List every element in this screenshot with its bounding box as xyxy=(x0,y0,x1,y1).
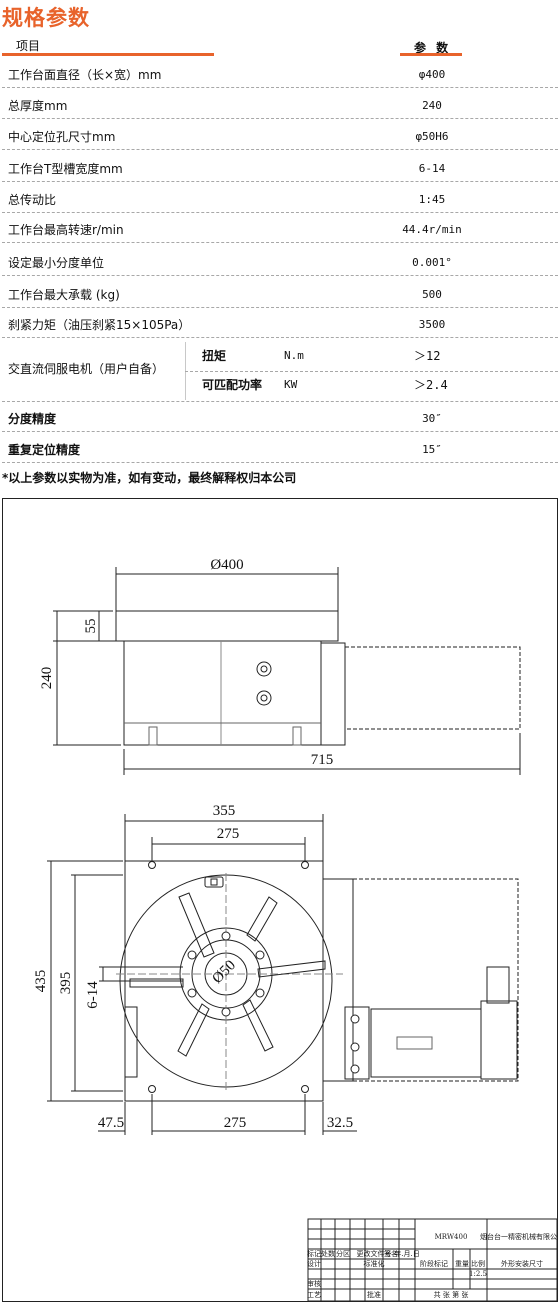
motor-label: 交直流伺服电机（用户自备） xyxy=(8,362,165,376)
tb-drawing-name: 外形安装尺寸 xyxy=(501,1259,543,1268)
technical-drawing: Ø400 55 240 715 355 275 435 395 6-14 Ø50… xyxy=(2,498,558,1302)
spec-row-ratio: 总传动比 1:45 xyxy=(2,183,558,213)
tb-header: 更改文件号 xyxy=(357,1249,392,1258)
dim-395-text: 395 xyxy=(58,972,74,995)
dim-715-text: 715 xyxy=(311,752,334,768)
dim-275-top-text: 275 xyxy=(217,826,240,842)
spec-row-diameter: 工作台面直径（长×宽）mm φ400 xyxy=(2,58,558,88)
spec-row-t-slot: 工作台T型槽宽度mm 6-14 xyxy=(2,152,558,182)
torque-value: ＞12 xyxy=(414,349,441,363)
spec-label: 重复定位精度 xyxy=(8,443,81,457)
tb-header: 分区 xyxy=(336,1249,350,1258)
motor-outline xyxy=(344,646,521,730)
disclaimer-note: *以上参数以实物为准，如有变动，最终解释权归本公司 xyxy=(2,471,297,485)
oil-port-top xyxy=(256,661,272,677)
spec-row-clamp-torque: 刹紧力矩（油压刹紧15×105Pa） 3500 xyxy=(2,308,558,338)
dim-55-text: 55 xyxy=(83,619,99,634)
column-header-param: 参 数 xyxy=(414,41,452,55)
spec-value: 15″ xyxy=(422,443,442,456)
housing-body xyxy=(123,640,322,746)
dim-47-5-text: 47.5 xyxy=(98,1115,124,1131)
spec-label: 中心定位孔尺寸mm xyxy=(8,130,116,144)
power-unit: KW xyxy=(284,378,298,391)
tb-model: MRW400 xyxy=(435,1233,468,1241)
motor-subrow-divider xyxy=(185,371,558,372)
spec-row-motor: 交直流伺服电机（用户自备） 扭矩 N.m ＞12 可匹配功率 KW ＞2.4 xyxy=(2,340,558,402)
dim-240-text: 240 xyxy=(39,667,55,690)
spec-value: 44.4r/min xyxy=(402,223,462,236)
spec-row-max-load: 工作台最大承载 (kg) 500 xyxy=(2,278,558,308)
spec-value: 6-14 xyxy=(418,162,446,175)
spec-value: 3500 xyxy=(418,318,446,331)
spec-value: 30″ xyxy=(422,412,442,425)
spec-row-min-unit: 设定最小分度单位 0.001° xyxy=(2,246,558,276)
tb-header: 处数 xyxy=(321,1249,335,1258)
spec-row-repeat-accuracy: 重复定位精度 15″ xyxy=(2,433,558,463)
tb-header: 签名 xyxy=(384,1249,398,1258)
spec-label: 工作台T型槽宽度mm xyxy=(8,162,123,176)
motor-mount xyxy=(322,878,354,1082)
spec-label: 总传动比 xyxy=(8,193,57,207)
spec-value: 0.001° xyxy=(412,256,452,269)
spec-label: 设定最小分度单位 xyxy=(8,256,105,270)
tb-std: 标准化 xyxy=(364,1259,385,1268)
tb-approve: 批准 xyxy=(367,1290,381,1299)
dim-50-text: Ø50 xyxy=(209,957,239,987)
tb-design: 设计 xyxy=(307,1259,321,1268)
spec-row-speed: 工作台最高转速r/min 44.4r/min xyxy=(2,213,558,243)
column-header-item: 项目 xyxy=(16,39,41,53)
oil-port-bottom xyxy=(256,690,272,706)
tb-process: 工艺 xyxy=(307,1291,321,1299)
spec-row-thickness: 总厚度mm 240 xyxy=(2,89,558,119)
tb-scale: 1:2.5 xyxy=(469,1270,487,1278)
spec-label: 总厚度mm xyxy=(8,99,68,113)
torque-unit: N.m xyxy=(284,349,304,362)
dim-275-bottom-text: 275 xyxy=(224,1115,247,1131)
motor-encoder xyxy=(480,1000,518,1080)
title-block xyxy=(307,1218,557,1301)
page-title: 规格参数 xyxy=(2,6,90,30)
spec-label: 工作台面直径（长×宽）mm xyxy=(8,68,162,82)
header-underline-left xyxy=(2,53,214,56)
spec-label: 工作台最高转速r/min xyxy=(8,223,124,237)
spec-label: 刹紧力矩（油压刹紧15×105Pa） xyxy=(8,318,191,332)
tb-stage-mark: 阶段标记 xyxy=(420,1259,448,1268)
side-bracket xyxy=(124,1006,138,1078)
spec-value: φ50H6 xyxy=(415,130,449,143)
tb-header: 标记 xyxy=(307,1249,321,1258)
spec-value: φ400 xyxy=(418,68,446,81)
power-value: ＞2.4 xyxy=(414,378,448,392)
torque-label: 扭矩 xyxy=(202,349,227,363)
spec-label: 分度精度 xyxy=(8,412,57,426)
spec-label: 工作台最大承载 (kg) xyxy=(8,288,120,302)
motor-flange xyxy=(320,642,346,746)
header-underline-right xyxy=(400,53,462,56)
tb-review: 审核 xyxy=(307,1279,321,1288)
tb-header: 年.月.日 xyxy=(394,1249,419,1258)
dim-32-5-text: 32.5 xyxy=(327,1115,353,1131)
tb-ratio: 比例 xyxy=(471,1259,485,1268)
dim-400-text: Ø400 xyxy=(210,557,243,573)
spec-value: 1:45 xyxy=(418,193,446,206)
table-plate xyxy=(115,610,339,642)
spec-row-indexing-accuracy: 分度精度 30″ xyxy=(2,402,558,432)
spec-row-center-hole: 中心定位孔尺寸mm φ50H6 xyxy=(2,120,558,150)
drawing-canvas: Ø400 55 240 715 355 275 435 395 6-14 Ø50… xyxy=(33,557,557,1301)
dim-355-text: 355 xyxy=(213,803,236,819)
tb-company: 烟台台一精密机械有限公司 xyxy=(480,1232,557,1241)
spec-value: 240 xyxy=(422,99,442,112)
servo-motor xyxy=(370,1008,482,1078)
dim-6-14-text: 6-14 xyxy=(85,981,101,1009)
tb-weight: 重量 xyxy=(455,1260,469,1268)
motor-cover xyxy=(322,878,519,1082)
dim-435-text: 435 xyxy=(33,970,49,993)
power-label: 可匹配功率 xyxy=(202,378,263,392)
motor-connector xyxy=(486,966,510,1004)
tb-sheet: 共 张 第 张 xyxy=(434,1290,469,1299)
spec-value: 500 xyxy=(422,288,442,301)
